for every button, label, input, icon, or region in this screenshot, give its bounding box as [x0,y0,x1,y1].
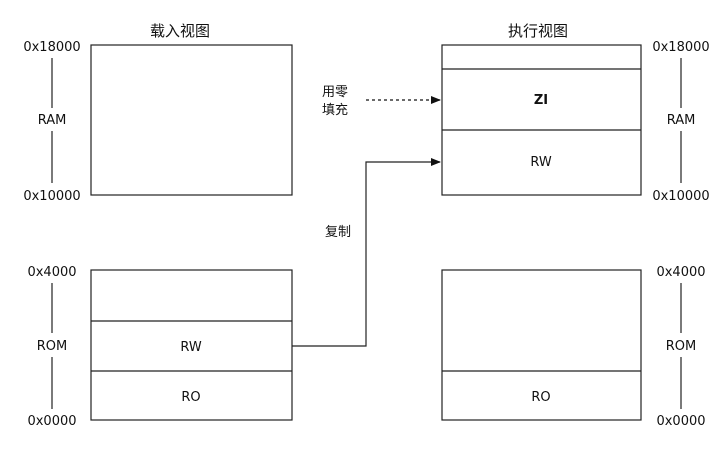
exec-ram-bottom-addr: 0x10000 [652,189,709,204]
load-rom-bottom-addr: 0x0000 [27,414,76,429]
exec-ram-top-addr: 0x18000 [652,40,709,55]
load-view-ram: 0x18000 RAM 0x10000 [23,40,293,204]
exec-ram-rw-segment: RW [530,155,552,170]
exec-rom-name: ROM [666,339,696,354]
copy-label: 复制 [325,225,351,240]
load-ram-top-addr: 0x18000 [23,40,80,55]
load-rom-name: ROM [37,339,67,354]
load-ram-box [90,44,293,196]
exec-ram-box [441,44,642,196]
load-view-rom: RW RO 0x4000 ROM 0x0000 [27,265,293,429]
load-ram-name: RAM [38,113,67,128]
exec-ram-zi-segment: ZI [534,93,548,108]
exec-rom-ro-segment: RO [531,390,550,405]
load-view-title: 载入视图 [150,22,210,40]
exec-view-rom: RO 0x4000 ROM 0x0000 [441,265,706,429]
exec-rom-bottom-addr: 0x0000 [656,414,705,429]
load-rom-box [90,269,293,421]
load-rom-rw-segment: RW [180,340,202,355]
zero-fill-label-line1: 用零 [322,85,348,100]
exec-view-title: 执行视图 [508,22,568,40]
exec-view-ram: ZI RW 0x18000 RAM 0x10000 [441,40,710,204]
exec-ram-name: RAM [667,113,696,128]
copy-arrow [292,158,441,347]
load-rom-top-addr: 0x4000 [27,265,76,280]
exec-rom-top-addr: 0x4000 [656,265,705,280]
zero-fill-label-line2: 填充 [322,102,348,118]
load-ram-bottom-addr: 0x10000 [23,189,80,204]
exec-rom-box [441,269,642,421]
load-rom-ro-segment: RO [181,390,200,405]
